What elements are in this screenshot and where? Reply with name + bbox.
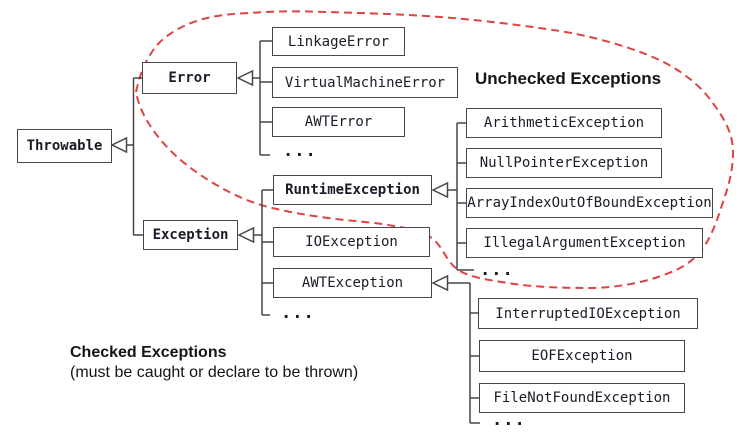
- connector-error-children: [252, 40, 272, 156]
- unchecked-exceptions-label: Unchecked Exceptions: [475, 69, 662, 88]
- generalization-arrow-exception-icon: [237, 226, 255, 244]
- checked-exceptions-label: Checked Exceptions: [70, 344, 227, 361]
- ellipsis-awt-exception-children: ...: [492, 410, 526, 430]
- generalization-arrow-runtime-exception-icon: [431, 181, 449, 199]
- node-error: Error: [142, 62, 237, 94]
- node-runtime-exception: RuntimeException: [273, 175, 432, 205]
- node-illegal-argument-exception: IllegalArgumentException: [466, 228, 703, 258]
- node-virtual-machine-error: VirtualMachineError: [272, 67, 458, 98]
- node-awt-error: AWTError: [272, 107, 405, 137]
- node-throwable: Throwable: [17, 129, 112, 163]
- node-awt-exception: AWTException: [273, 268, 432, 298]
- ellipsis-exception-children: ...: [281, 303, 315, 323]
- node-arithmetic-exception: ArithmeticException: [466, 108, 662, 138]
- node-interrupted-io-exception: InterruptedIOException: [478, 298, 698, 329]
- connector-runtime-exception-children: [447, 122, 474, 271]
- ellipsis-error-children: ...: [283, 141, 317, 161]
- checked-exceptions-note: (must be caught or declare to be thrown): [70, 364, 359, 381]
- node-exception: Exception: [143, 220, 238, 250]
- connector-awt-exception-children: [447, 282, 480, 424]
- generalization-arrow-error-icon: [236, 69, 254, 87]
- node-linkage-error: LinkageError: [272, 27, 405, 56]
- node-array-index-out-of-bound-exception: ArrayIndexOutOfBoundException: [466, 188, 713, 218]
- generalization-arrow-awt-exception-icon: [431, 274, 449, 292]
- node-eof-exception: EOFException: [479, 340, 685, 372]
- node-null-pointer-exception: NullPointerException: [466, 148, 662, 178]
- ellipsis-runtime-exception-children: ...: [480, 260, 514, 280]
- generalization-arrow-throwable-icon: [110, 136, 128, 154]
- node-file-not-found-exception: FileNotFoundException: [479, 383, 685, 413]
- node-io-exception: IOException: [273, 227, 430, 257]
- connector-exception-children: [253, 189, 273, 316]
- connector-throwable-children: [126, 77, 143, 236]
